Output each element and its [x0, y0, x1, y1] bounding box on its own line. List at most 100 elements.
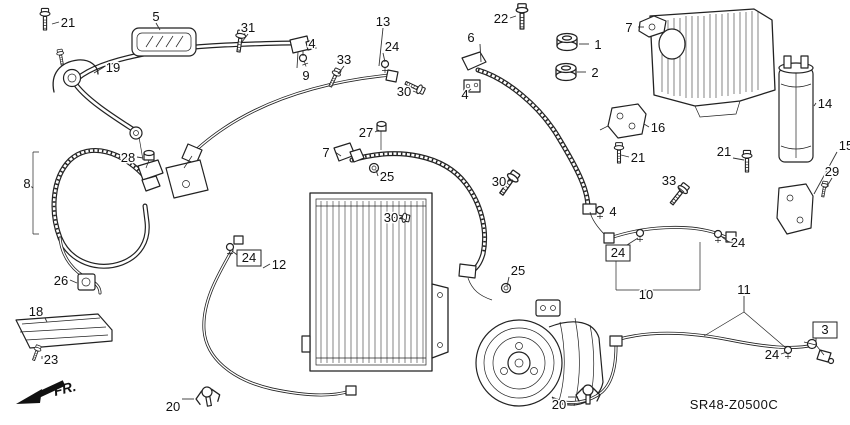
- callout-label: 20: [552, 397, 566, 412]
- callout-leader-line: [69, 279, 78, 284]
- callout-label: 12: [272, 257, 286, 272]
- bracket-15: [776, 183, 814, 235]
- plate-18: [15, 313, 113, 349]
- callout-label: 7: [625, 20, 632, 35]
- callout-leader-line: [825, 177, 833, 189]
- evaporator-unit: [649, 8, 776, 118]
- callout-label: 5: [152, 9, 159, 24]
- bracket-16: [599, 103, 647, 139]
- callout-leader-line: [378, 27, 384, 67]
- bolt-21-icon: [39, 7, 51, 31]
- callout-label: 22: [494, 11, 508, 26]
- compressor: [475, 299, 604, 407]
- bolt-21-icon: [613, 142, 625, 164]
- pipe-12: [202, 235, 357, 397]
- pipe-10: [603, 225, 737, 244]
- callout-box: [236, 249, 262, 267]
- callout-leader-line: [375, 169, 379, 177]
- callout-leader-line: [241, 33, 249, 43]
- clamp-20-icon: [193, 384, 222, 409]
- callout-leader-line: [334, 151, 342, 157]
- callout-leader-line: [412, 90, 419, 94]
- callout-leader-line: [26, 182, 34, 189]
- callout-label: 33: [662, 173, 676, 188]
- receiver-dryer: [778, 55, 814, 163]
- callout-label: 16: [651, 120, 665, 135]
- bracket-7-stay: [638, 15, 667, 38]
- clip-4-icon: [595, 205, 605, 220]
- callout-leader-line: [136, 156, 144, 159]
- callout-leader-line: [677, 186, 685, 193]
- callout-leader-line: [374, 129, 380, 133]
- callout-label: 23: [44, 352, 58, 367]
- suction-hose-7: [333, 120, 512, 301]
- callout-leader-line: [382, 52, 386, 63]
- callout-leader-line: [507, 179, 514, 182]
- callout-label: 30: [384, 210, 398, 225]
- callout-label: 27: [359, 125, 373, 140]
- callout-leader-line: [93, 66, 105, 74]
- callout-leader-line: [155, 22, 161, 31]
- grommet-1-icon: [556, 32, 578, 52]
- callout-label: 21: [717, 144, 731, 159]
- callout-label: 24: [242, 250, 256, 265]
- callout-label: 25: [380, 169, 394, 184]
- callout-label: 4: [308, 36, 315, 51]
- callout-label: 2: [591, 65, 598, 80]
- bolt-21-icon: [741, 149, 753, 173]
- clamp-26: [77, 273, 96, 291]
- callout-label: 3: [821, 322, 828, 337]
- clip-24-icon: [713, 229, 723, 244]
- clip-24-icon: [225, 242, 235, 257]
- callout-label: 33: [337, 52, 351, 67]
- callout-label: 19: [106, 60, 120, 75]
- fr-direction-label: FR.: [52, 378, 78, 399]
- callout-label: 6: [467, 30, 474, 45]
- callout-leader-line: [780, 351, 788, 355]
- bolt-22-icon: [515, 3, 529, 30]
- clamp-19: [52, 59, 99, 93]
- callout-label: 4: [461, 87, 468, 102]
- callout-label: 11: [737, 282, 751, 297]
- callout-label: 25: [511, 263, 525, 278]
- callout-leader-line: [337, 65, 345, 75]
- pipe-13: [165, 69, 399, 199]
- callout-leader-line: [262, 263, 271, 269]
- callout-leader-line: [51, 21, 60, 25]
- callout-label: 24: [611, 245, 625, 260]
- callout-label: 28: [121, 150, 135, 165]
- callout-leader-line: [620, 154, 630, 158]
- callout-leader-line: [813, 151, 838, 195]
- suction-hose-8: [51, 148, 164, 295]
- callout-label: 14: [818, 96, 832, 111]
- callout-label: 26: [54, 273, 68, 288]
- callout-label: 8: [23, 176, 30, 191]
- callout-leader-line: [509, 15, 517, 19]
- callout-label: 20: [166, 399, 180, 414]
- callout-leader-line: [44, 317, 48, 323]
- callout-label: 13: [376, 14, 390, 29]
- callout-label: 15: [839, 138, 850, 153]
- part-code: SR48-Z0500C: [690, 397, 779, 412]
- callout-label: 24: [385, 39, 399, 54]
- discharge-pipe-top: [70, 35, 317, 161]
- clip-24-icon: [635, 228, 645, 243]
- callout-label: 18: [29, 304, 43, 319]
- callout-label: 30: [492, 174, 506, 189]
- bolt-29-icon: [818, 180, 830, 198]
- callout-leader-line: [732, 157, 745, 161]
- callout-label: 21: [61, 15, 75, 30]
- callout-label: 7: [322, 145, 329, 160]
- clip-4-icon: [297, 52, 310, 69]
- callout-box: [812, 321, 838, 339]
- fr-direction-arrow: FR.: [16, 378, 78, 404]
- callout-leader-line: [506, 276, 510, 287]
- callout-label: 4: [609, 204, 616, 219]
- callout-leader-line: [479, 43, 482, 63]
- callout-leader-line: [464, 88, 472, 95]
- grommet-2-icon: [555, 62, 577, 82]
- callout-leader-line: [721, 236, 730, 243]
